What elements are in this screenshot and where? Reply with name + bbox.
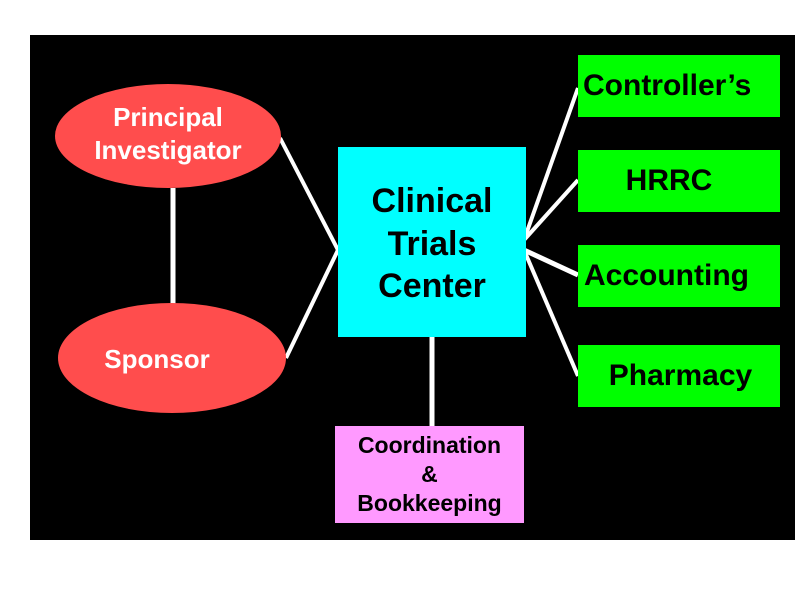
sponsor-node: Sponsor — [58, 303, 286, 413]
hrrc-node: HRRC — [578, 150, 780, 212]
connector-pi-ctc — [278, 137, 340, 251]
principal-investigator-node: Principal Investigator — [55, 84, 281, 188]
connector-ctc-hrrc — [522, 178, 580, 242]
connector-ctc-pharmacy — [522, 249, 580, 377]
controllers-node: Controller’s — [578, 55, 780, 117]
accounting-node: Accounting — [578, 245, 780, 307]
coordination-bookkeeping-node: Coordination & Bookkeeping — [335, 426, 524, 523]
pharmacy-node: Pharmacy — [578, 345, 780, 407]
clinical-trials-center-node: Clinical Trials Center — [338, 147, 526, 337]
connector-sponsor-ctc — [284, 249, 340, 359]
connector-ctc-controllers — [522, 87, 580, 241]
connector-ctc-accounting — [522, 247, 580, 278]
